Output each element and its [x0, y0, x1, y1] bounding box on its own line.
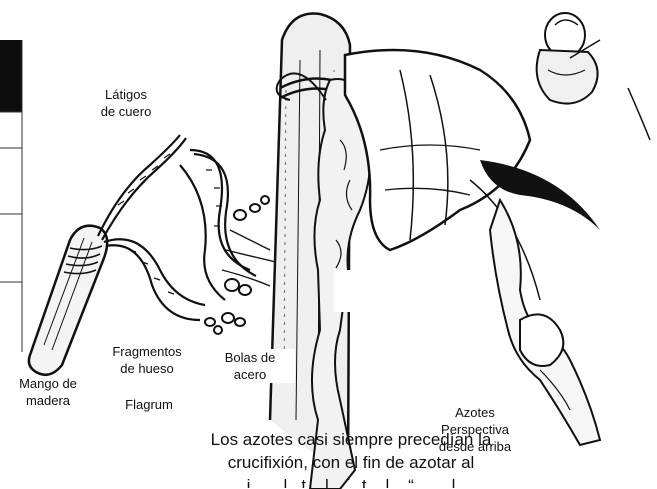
top-view-whip-line	[628, 88, 650, 140]
caption-line-1: Los azotes casi siempre precedían la	[182, 428, 520, 451]
left-edge-panel	[0, 40, 22, 352]
caption-line-3: ...i... ...l...t... l... ...t ...l... “.…	[182, 474, 520, 488]
top-view-soldier-drawing	[537, 13, 600, 104]
label-flagrum: Flagrum	[104, 396, 194, 413]
label-leather-whips: Látigos de cuero	[76, 86, 176, 120]
label-wooden-handle: Mango de madera	[0, 375, 96, 409]
label-steel-balls: Bolas de acero	[205, 349, 295, 383]
label-backdrop-steel	[334, 270, 380, 312]
leather-thongs-drawing	[98, 135, 256, 320]
caption-text: Los azotes casi siempre precedían la cru…	[182, 428, 520, 489]
steel-balls-drawing	[205, 196, 269, 334]
label-bone-fragments: Fragmentos de hueso	[92, 343, 202, 377]
caption-line-2: crucifixión, con el fin de azotar al	[182, 451, 520, 474]
